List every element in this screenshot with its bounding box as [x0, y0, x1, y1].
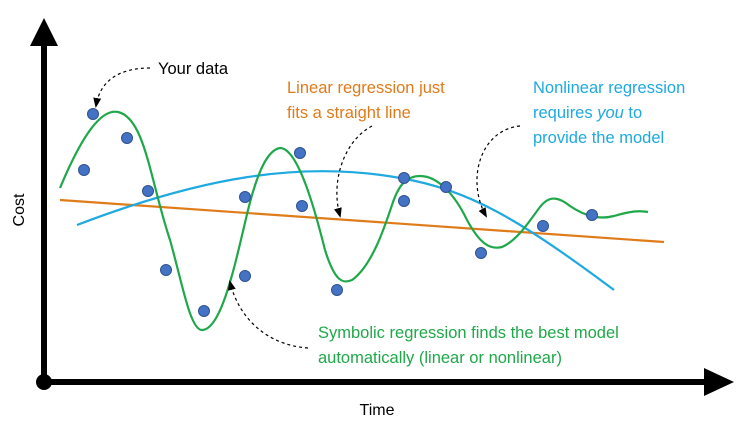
linear-label-line2: fits a straight line [287, 104, 411, 122]
y-axis-label: Cost [11, 193, 28, 226]
nonlinear-label-requires: requires [533, 104, 597, 122]
linear-arrow [334, 125, 373, 218]
x-axis-arrowhead [704, 368, 734, 396]
nonlinear-label-you: you [596, 104, 624, 122]
data-point [398, 172, 410, 184]
linear-label-line1: Linear regression just [287, 79, 445, 97]
nonlinear-arrow [476, 125, 521, 218]
data-point [198, 305, 210, 317]
data-point [440, 181, 452, 193]
data-point [331, 284, 343, 296]
symbolic-arrow [227, 280, 309, 349]
x-axis-label: Time [360, 402, 395, 419]
data-point [121, 132, 133, 144]
nonlinear-label-line2: requires you to [533, 104, 642, 122]
nonlinear-label-to: to [624, 104, 642, 122]
data-point [398, 195, 410, 207]
data-point [87, 108, 99, 120]
linear-regression-line [59, 198, 665, 244]
data-point [537, 220, 549, 232]
nonlinear-regression-curve [76, 170, 615, 291]
nonlinear-label-line3: provide the model [533, 129, 664, 147]
your-data-arrow [93, 67, 151, 108]
data-point [239, 270, 251, 282]
nonlinear-label-line1: Nonlinear regression [533, 79, 685, 97]
symbolic-regression-curve [58, 110, 649, 332]
origin-dot [36, 374, 52, 390]
data-point [239, 191, 251, 203]
data-point [142, 185, 154, 197]
data-point [78, 164, 90, 176]
data-point [586, 209, 598, 221]
data-point [475, 247, 487, 259]
symbolic-label-line2: automatically (linear or nonlinear) [318, 349, 562, 367]
your-data-label: Your data [158, 60, 229, 78]
axes [30, 18, 734, 396]
callout-arrows [93, 67, 521, 349]
data-point [294, 147, 306, 159]
data-points [78, 108, 598, 317]
data-point [160, 264, 172, 276]
data-point [296, 200, 308, 212]
symbolic-label-line1: Symbolic regression finds the best model [318, 324, 619, 342]
y-axis-arrowhead [30, 18, 58, 46]
